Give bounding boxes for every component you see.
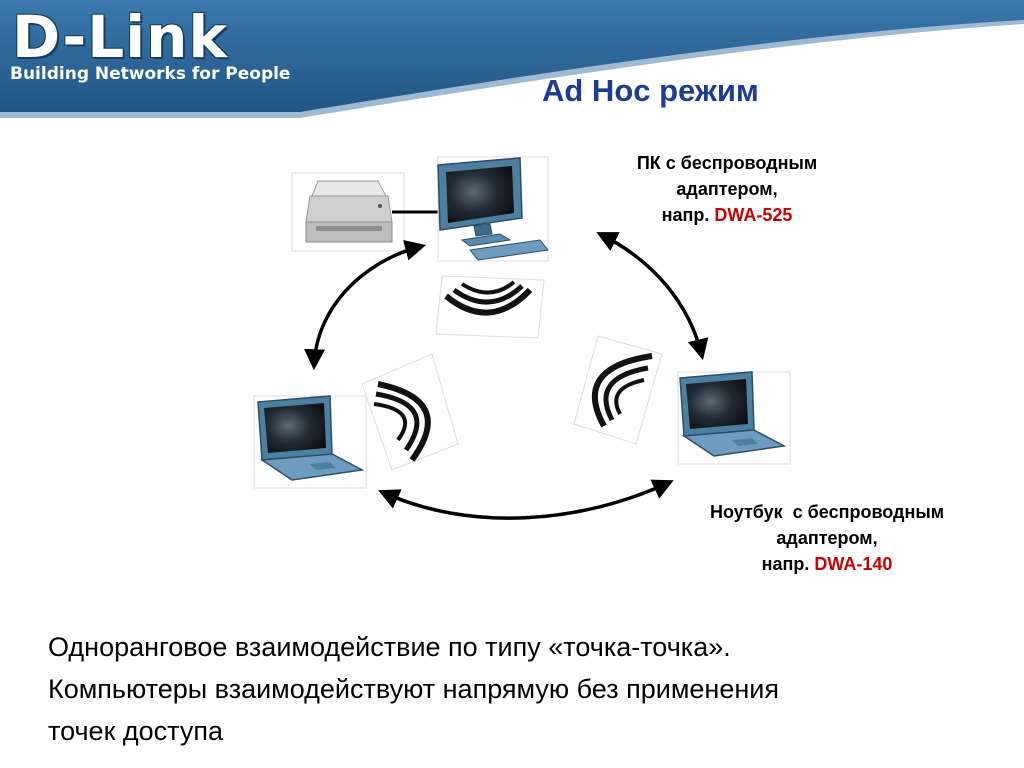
header-banner: D-Link Building Networks for People (0, 0, 1024, 118)
laptop-model: DWA-140 (814, 554, 893, 574)
laptop-label-line3: напр. DWA-140 (652, 551, 1002, 577)
description-line2: Компьютеры взаимодействуют напрямую без … (48, 674, 779, 704)
laptop-label-line2: адаптером, (776, 528, 878, 548)
bidirectional-arrow-icon-left (304, 240, 427, 371)
description-line1: Одноранговое взаимодействие по типу «точ… (48, 632, 731, 662)
description-line3: точек доступа (48, 716, 223, 746)
dlink-logo: D-Link (12, 3, 228, 71)
tagline: Building Networks for People (10, 64, 291, 84)
desktop-pc-icon (437, 156, 549, 262)
laptop-label-line1: Ноутбук с беспроводным (709, 502, 945, 522)
pc-label: ПК с беспроводным адаптером, напр. DWA-5… (572, 150, 882, 228)
laptop-label: Ноутбук с беспроводным адаптером, напр. … (652, 499, 1002, 577)
header-background (0, 0, 1024, 118)
wireless-signal-icon (435, 275, 545, 339)
left-laptop-icon (253, 395, 367, 489)
description: Одноранговое взаимодействие по типу «точ… (48, 626, 1008, 752)
pc-label-prefix: напр. (661, 205, 715, 225)
pc-label-line2: адаптером, (676, 179, 778, 199)
slide-title: Ad Hoc режим (542, 73, 759, 108)
bidirectional-arrow-icon-bottom (378, 479, 674, 520)
pc-label-line3: напр. DWA-525 (572, 202, 882, 228)
printer-icon (291, 172, 405, 252)
wireless-signal-icon-right (573, 335, 663, 445)
bidirectional-arrow-icon-right (596, 232, 709, 361)
laptop-label-prefix: напр. (761, 554, 815, 574)
pc-label-line1: ПК с беспроводным (636, 153, 818, 173)
wireless-signal-icon-left (361, 353, 459, 471)
pc-model: DWA-525 (714, 205, 793, 225)
right-laptop-icon (677, 371, 791, 465)
